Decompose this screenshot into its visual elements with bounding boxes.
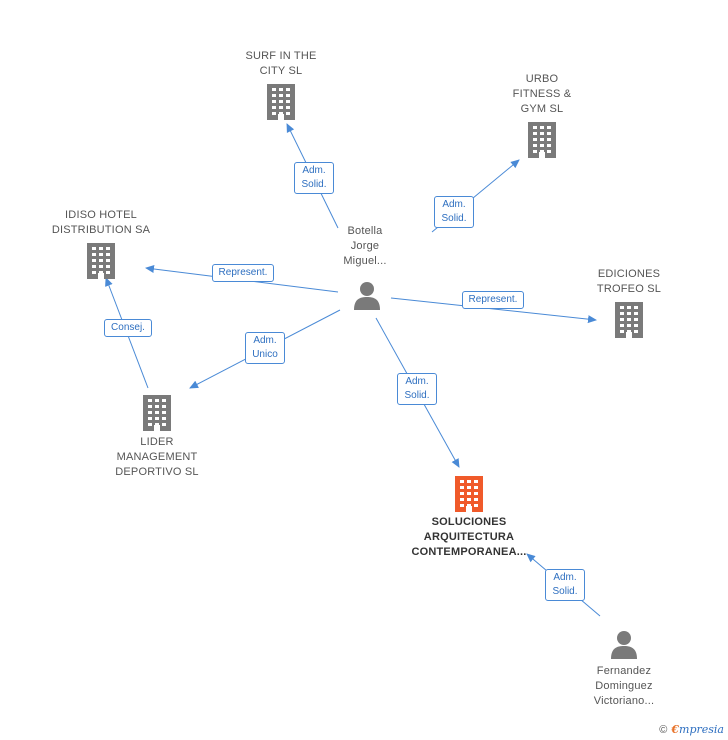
building-icon[interactable] <box>84 243 118 284</box>
person-icon[interactable] <box>352 280 382 315</box>
edge-label-line: Solid. <box>552 586 578 597</box>
node-label-line: MANAGEMENT <box>116 451 198 463</box>
node-label-line: DISTRIBUTION SA <box>51 224 151 236</box>
building-icon[interactable] <box>452 476 486 517</box>
node-label-line: Fernandez <box>596 665 652 677</box>
node-label-lider[interactable]: LIDER MANAGEMENT DEPORTIVO SL <box>102 435 212 480</box>
edge-label-e8[interactable]: Adm. Solid. <box>545 569 585 601</box>
node-label-soluciones[interactable]: SOLUCIONES ARQUITECTURA CONTEMPORANEA... <box>394 515 544 560</box>
edge-label-line: Adm. <box>253 335 277 346</box>
edge-botella-ediciones <box>390 297 597 324</box>
edge-label-line: Solid. <box>301 179 327 190</box>
node-label-line: Miguel... <box>343 255 387 267</box>
building-icon[interactable] <box>612 302 646 343</box>
building-icon[interactable] <box>264 84 298 125</box>
node-label-line: LIDER <box>140 436 174 448</box>
node-label-line: FITNESS & <box>512 88 572 100</box>
node-label-line: CONTEMPORANEA... <box>411 546 527 558</box>
node-label-line: EDICIONES <box>597 268 661 280</box>
edge-label-line: Adm. <box>302 165 326 176</box>
edge-label-line: Adm. <box>405 376 429 387</box>
edge-label-line: Solid. <box>441 213 467 224</box>
node-label-line: Jorge <box>350 240 380 252</box>
edge-label-line: Adm. <box>553 572 577 583</box>
node-label-line: Victoriano... <box>593 695 655 707</box>
edge-label-e2[interactable]: Adm. Solid. <box>434 196 474 228</box>
node-label-line: DEPORTIVO SL <box>115 466 199 478</box>
edge-label-e5[interactable]: Adm. Unico <box>245 332 285 364</box>
edge-label-line: Adm. <box>442 199 466 210</box>
node-label-line: SOLUCIONES <box>431 516 507 528</box>
copyright-symbol: © <box>659 723 668 736</box>
node-label-line: GYM SL <box>520 103 564 115</box>
node-label-line: ARQUITECTURA <box>423 531 515 543</box>
building-icon[interactable] <box>140 395 174 436</box>
edge-label-line: Represent. <box>218 267 268 278</box>
node-label-line: Botella <box>347 225 383 237</box>
node-label-line: TROFEO SL <box>596 283 662 295</box>
footer: © €mpresia <box>659 723 724 736</box>
edge-label-line: Solid. <box>404 390 430 401</box>
person-icon[interactable] <box>609 629 639 664</box>
edge-label-e1[interactable]: Adm. Solid. <box>294 162 334 194</box>
edge-label-line: Unico <box>252 349 278 360</box>
edge-label-line: Represent. <box>468 294 518 305</box>
node-label-line: CITY SL <box>259 65 303 77</box>
node-label-line: URBO <box>525 73 559 85</box>
node-label-urbo[interactable]: URBO FITNESS & GYM SL <box>497 72 587 117</box>
brand-logo[interactable]: €mpresia <box>671 723 724 736</box>
node-label-line: SURF IN THE <box>245 50 317 62</box>
node-label-idiso[interactable]: IDISO HOTEL DISTRIBUTION SA <box>36 208 166 238</box>
node-label-surf[interactable]: SURF IN THE CITY SL <box>226 49 336 79</box>
node-label-line: Dominguez <box>595 680 653 692</box>
edge-label-line: Consej. <box>111 322 145 333</box>
edge-label-e7[interactable]: Consej. <box>104 319 152 337</box>
node-label-line: IDISO HOTEL <box>65 209 137 221</box>
building-icon[interactable] <box>525 122 559 163</box>
node-label-ediciones[interactable]: EDICIONES TROFEO SL <box>574 267 684 297</box>
edge-label-e6[interactable]: Adm. Solid. <box>397 373 437 405</box>
edge-label-e4[interactable]: Represent. <box>461 291 525 309</box>
edge-label-e3[interactable]: Represent. <box>211 264 275 282</box>
